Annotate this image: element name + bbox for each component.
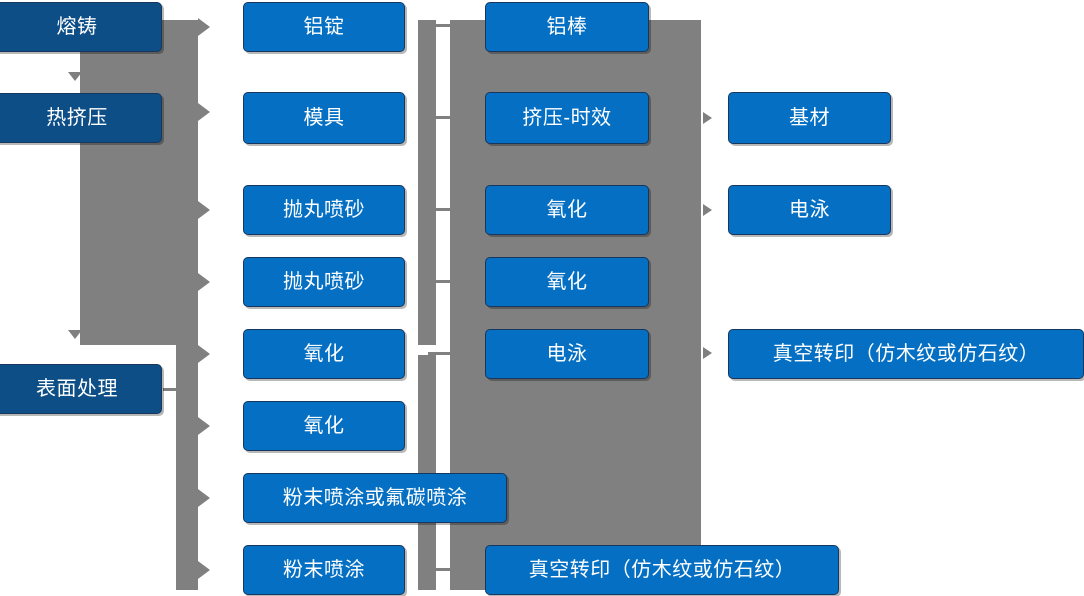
col3-label-2: 挤压-时效 (522, 107, 612, 129)
col2-label-7: 粉末喷涂或氟碳喷涂 (282, 487, 468, 509)
connector-band-left-upper (80, 20, 198, 345)
col3-box-3[interactable]: 氧化 (485, 185, 649, 235)
stage-flow-arrow-2 (68, 330, 82, 339)
col2-label-6: 氧化 (303, 415, 345, 437)
col3-box-6[interactable]: 真空转印（仿木纹或仿石纹） (485, 545, 839, 595)
arrow-to-col2-6 (198, 417, 210, 435)
stage-box-surface-treatment[interactable]: 表面处理 (0, 364, 162, 414)
surface-treatment-stub (163, 388, 189, 391)
col2-box-3[interactable]: 抛丸喷砂 (243, 185, 405, 235)
col4-label-1: 基材 (789, 107, 830, 129)
col2-label-5: 氧化 (303, 343, 345, 365)
col4-label-2: 电泳 (789, 199, 830, 221)
col2-box-4[interactable]: 抛丸喷砂 (243, 257, 405, 307)
col2-label-1: 铝锭 (303, 16, 345, 38)
col4-box-1[interactable]: 基材 (728, 92, 891, 144)
col2-box-7[interactable]: 粉末喷涂或氟碳喷涂 (243, 473, 507, 523)
col2-label-4: 抛丸喷砂 (283, 271, 365, 293)
col4-box-3[interactable]: 真空转印（仿木纹或仿石纹） (728, 329, 1084, 379)
connector-band-left-lower-wide (176, 390, 198, 590)
arrow-to-col4-2 (703, 204, 712, 216)
col3-label-1: 铝棒 (546, 16, 588, 38)
col3-box-2[interactable]: 挤压-时效 (485, 92, 649, 144)
col2-label-8: 粉末喷涂 (283, 559, 365, 581)
stage-label-surface-treatment: 表面处理 (36, 378, 118, 400)
col2-label-3: 抛丸喷砂 (283, 199, 365, 221)
col2-box-1[interactable]: 铝锭 (243, 2, 405, 52)
arrow-to-col2-3 (198, 201, 210, 219)
col3-box-4[interactable]: 氧化 (485, 257, 649, 307)
arrow-to-col2-2 (198, 103, 210, 121)
arrow-to-col2-8 (198, 561, 210, 579)
stage-label-melt-cast: 熔铸 (56, 16, 98, 38)
arrow-to-col2-7 (198, 489, 210, 507)
arrow-to-col2-5 (198, 345, 210, 363)
col3-box-5[interactable]: 电泳 (485, 329, 649, 379)
col3-label-3: 氧化 (546, 199, 588, 221)
arrow-to-col4-1 (703, 112, 712, 124)
connector-bracket-bar-lower (418, 355, 436, 590)
col2-box-2[interactable]: 模具 (243, 92, 405, 144)
col4-box-2[interactable]: 电泳 (728, 185, 891, 235)
connector-bracket-bar-upper (418, 20, 436, 345)
arrow-to-col2-1 (198, 18, 210, 36)
col2-label-2: 模具 (303, 107, 345, 129)
col2-box-5[interactable]: 氧化 (243, 329, 405, 379)
stage-box-melt-cast[interactable]: 熔铸 (0, 2, 162, 52)
stage-flow-arrow-1 (68, 72, 82, 81)
col3-label-6: 真空转印（仿木纹或仿石纹） (528, 559, 796, 581)
stage-label-hot-extrusion: 热挤压 (46, 107, 108, 129)
stage-box-hot-extrusion[interactable]: 热挤压 (0, 93, 162, 143)
col4-label-3: 真空转印（仿木纹或仿石纹） (772, 343, 1040, 365)
col2-box-8[interactable]: 粉末喷涂 (243, 545, 405, 595)
arrow-to-col2-4 (198, 273, 210, 291)
arrow-to-col4-3 (703, 347, 712, 359)
col3-label-5: 电泳 (546, 343, 588, 365)
col3-box-1[interactable]: 铝棒 (485, 2, 649, 52)
col2-box-6[interactable]: 氧化 (243, 401, 405, 451)
col3-label-4: 氧化 (546, 271, 588, 293)
